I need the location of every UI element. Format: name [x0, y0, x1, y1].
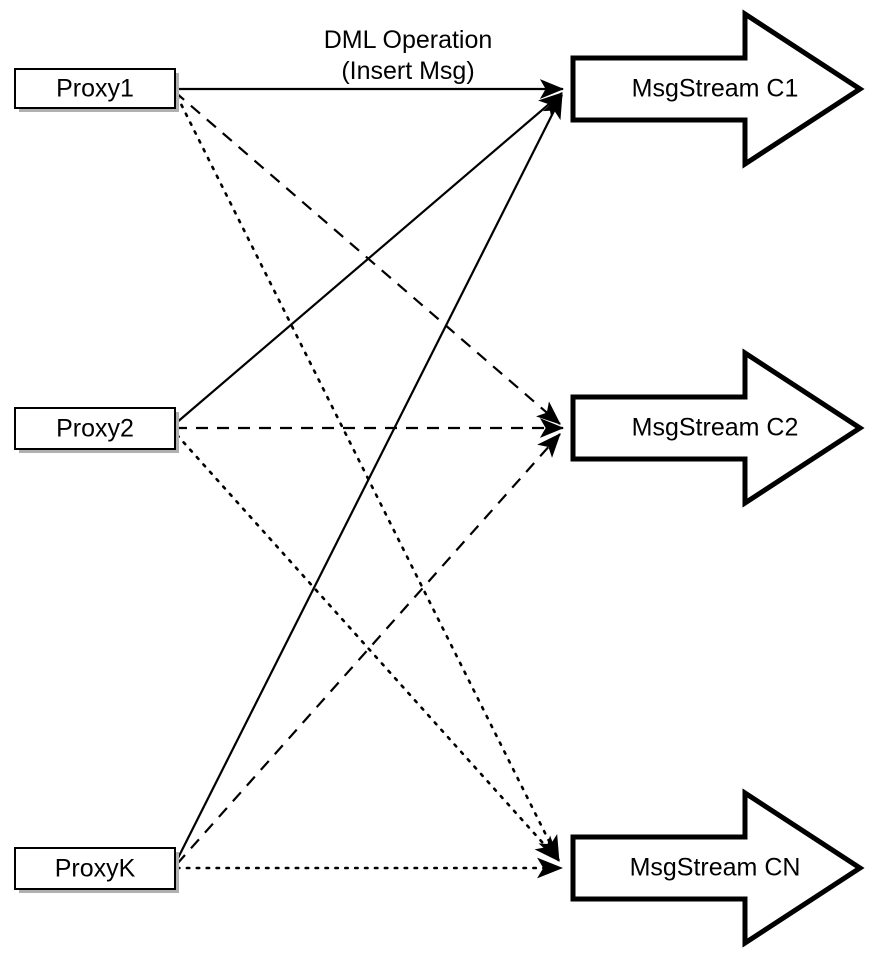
proxy2-box[interactable] [14, 407, 176, 450]
proxy1-label: Proxy1 [56, 75, 134, 103]
proxyk-label: ProxyK [55, 855, 136, 883]
msgstream-cn-arrow-shape[interactable] [570, 788, 865, 948]
node-msgstream-cn[interactable]: MsgStream CN [570, 788, 865, 948]
msgstream-cn-label: MsgStream CN [630, 854, 801, 882]
connection-proxyk-msgstream-c1 [174, 94, 563, 865]
node-msgstream-c2[interactable]: MsgStream C2 [570, 348, 865, 508]
msgstream-c2-label: MsgStream C2 [632, 414, 799, 442]
node-proxy1[interactable]: Proxy1 [14, 68, 179, 112]
msgstream-c1-arrow-shape[interactable] [570, 9, 865, 169]
msgstream-c2-arrow-shape[interactable] [570, 348, 865, 508]
edge-label-line-2: (Insert Msg) [341, 57, 474, 85]
proxy-nodes: Proxy1 Proxy2 ProxyK [14, 68, 179, 893]
edge-label-line-1: DML Operation [324, 26, 493, 54]
connection-proxy2-msgstream-cn [175, 433, 561, 863]
node-msgstream-c1[interactable]: MsgStream C1 [570, 9, 865, 169]
proxy1-box[interactable] [14, 68, 176, 109]
edge-label-dml-operation: DML Operation (Insert Msg) [324, 26, 493, 85]
msgstream-c1-label: MsgStream C1 [632, 75, 799, 103]
node-proxyk[interactable]: ProxyK [14, 847, 179, 893]
proxyk-box[interactable] [14, 847, 176, 890]
connection-proxyk-msgstream-c2 [176, 433, 561, 865]
connection-proxy2-msgstream-c1 [174, 92, 563, 425]
msgstream-nodes: MsgStream C1 MsgStream C2 MsgStream CN [570, 9, 865, 948]
proxy2-label: Proxy2 [56, 415, 134, 443]
connection-layer [174, 79, 565, 879]
node-proxy2[interactable]: Proxy2 [14, 407, 179, 453]
